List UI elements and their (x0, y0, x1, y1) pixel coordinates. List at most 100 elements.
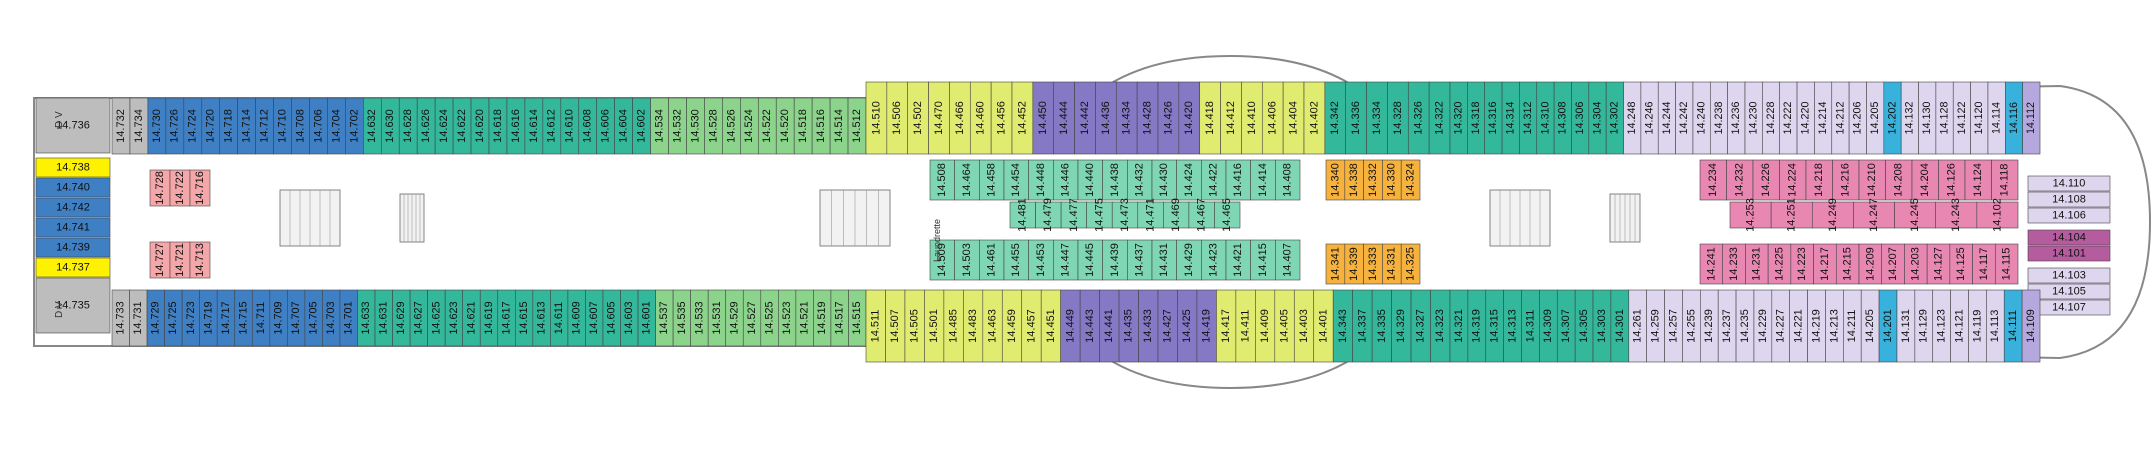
cabin-14-730[interactable]: 14.730 (147, 97, 167, 155)
cabin-14-103[interactable]: 14.103 (2027, 267, 2111, 284)
cabin-14-420[interactable]: 14.420 (1178, 81, 1201, 155)
cabin-14-208[interactable]: 14.208 (1885, 159, 1913, 201)
cabin-14-633[interactable]: 14.633 (357, 289, 376, 347)
cabin-14-716[interactable]: 14.716 (189, 169, 211, 207)
cabin-14-470[interactable]: 14.470 (928, 81, 950, 155)
cabin-14-627[interactable]: 14.627 (409, 289, 428, 347)
cabin-14-456[interactable]: 14.456 (990, 81, 1013, 155)
cabin-14-522[interactable]: 14.522 (757, 97, 777, 155)
cabin-14-703[interactable]: 14.703 (322, 289, 341, 347)
cabin-14-331[interactable]: 14.331 (1382, 243, 1402, 285)
cabin-14-602[interactable]: 14.602 (632, 97, 651, 155)
cabin-14-740[interactable]: 14.740 (35, 177, 111, 198)
cabin-14-479[interactable]: 14.479 (1035, 198, 1062, 232)
cabin-14-709[interactable]: 14.709 (269, 289, 288, 347)
cabin-14-231[interactable]: 14.231 (1745, 243, 1769, 285)
cabin-14-623[interactable]: 14.623 (444, 289, 463, 347)
cabin-14-631[interactable]: 14.631 (374, 289, 393, 347)
cabin-14-124[interactable]: 14.124 (1964, 159, 1992, 201)
cabin-14-227[interactable]: 14.227 (1771, 289, 1790, 363)
cabin-14-723[interactable]: 14.723 (181, 289, 200, 347)
cabin-14-323[interactable]: 14.323 (1430, 289, 1451, 363)
cabin-14-412[interactable]: 14.412 (1220, 81, 1242, 155)
cabin-14-715[interactable]: 14.715 (234, 289, 253, 347)
cabin-14-607[interactable]: 14.607 (585, 289, 604, 347)
cabin-14-618[interactable]: 14.618 (488, 97, 508, 155)
cabin-14-245[interactable]: 14.245 (1894, 198, 1937, 232)
cabin-14-734[interactable]: 14.734 (129, 97, 149, 155)
cabin-14-402[interactable]: 14.402 (1303, 81, 1326, 155)
cabin-14-107[interactable]: 14.107 (2027, 299, 2111, 316)
cabin-14-126[interactable]: 14.126 (1938, 159, 1966, 201)
cabin-14-518[interactable]: 14.518 (793, 97, 813, 155)
cabin-14-527[interactable]: 14.527 (742, 289, 762, 347)
cabin-14-524[interactable]: 14.524 (740, 97, 759, 155)
cabin-14-739[interactable]: 14.739 (35, 237, 111, 258)
cabin-14-329[interactable]: 14.329 (1391, 289, 1412, 363)
cabin-14-407[interactable]: 14.407 (1275, 239, 1301, 281)
cabin-14-625[interactable]: 14.625 (427, 289, 446, 347)
cabin-14-215[interactable]: 14.215 (1835, 243, 1860, 285)
cabin-14-431[interactable]: 14.431 (1151, 239, 1177, 281)
cabin-14-707[interactable]: 14.707 (287, 289, 306, 347)
cabin-14-205[interactable]: 14.205 (1860, 289, 1880, 363)
cabin-14-108[interactable]: 14.108 (2027, 191, 2111, 208)
cabin-14-711[interactable]: 14.711 (251, 289, 271, 347)
cabin-14-454[interactable]: 14.454 (1003, 159, 1029, 201)
cabin-14-535[interactable]: 14.535 (672, 289, 691, 347)
cabin-14-234[interactable]: 14.234 (1699, 159, 1727, 201)
cabin-14-718[interactable]: 14.718 (219, 97, 238, 155)
cabin-14-106[interactable]: 14.106 (2027, 207, 2111, 224)
cabin-14-515[interactable]: 14.515 (848, 289, 867, 347)
cabin-14-130[interactable]: 14.130 (1918, 81, 1937, 155)
cabin-14-514[interactable]: 14.514 (829, 97, 849, 155)
cabin-14-533[interactable]: 14.533 (690, 289, 709, 347)
cabin-14-328[interactable]: 14.328 (1387, 81, 1409, 155)
cabin-14-417[interactable]: 14.417 (1216, 289, 1237, 363)
cabin-14-242[interactable]: 14.242 (1675, 81, 1694, 155)
cabin-14-742[interactable]: 14.742 (35, 197, 111, 218)
cabin-14-213[interactable]: 14.213 (1825, 289, 1844, 363)
cabin-14-325[interactable]: 14.325 (1400, 243, 1421, 285)
cabin-14-403[interactable]: 14.403 (1293, 289, 1315, 363)
cabin-14-473[interactable]: 14.473 (1111, 198, 1139, 232)
cabin-14-526[interactable]: 14.526 (722, 97, 741, 155)
cabin-14-502[interactable]: 14.502 (907, 81, 929, 155)
cabin-14-410[interactable]: 14.410 (1241, 81, 1263, 155)
cabin-14-432[interactable]: 14.432 (1127, 159, 1153, 201)
cabin-14-416[interactable]: 14.416 (1225, 159, 1251, 201)
cabin-14-614[interactable]: 14.614 (524, 97, 544, 155)
cabin-14-423[interactable]: 14.423 (1201, 239, 1227, 281)
cabin-14-332[interactable]: 14.332 (1363, 159, 1383, 201)
cabin-14-311[interactable]: 14.311 (1521, 289, 1540, 363)
cabin-14-628[interactable]: 14.628 (398, 97, 418, 155)
cabin-14-315[interactable]: 14.315 (1485, 289, 1504, 363)
cabin-14-717[interactable]: 14.717 (216, 289, 236, 347)
cabin-14-261[interactable]: 14.261 (1628, 289, 1647, 363)
cabin-14-232[interactable]: 14.232 (1726, 159, 1754, 201)
cabin-14-537[interactable]: 14.537 (655, 289, 674, 347)
cabin-14-326[interactable]: 14.326 (1407, 81, 1430, 155)
cabin-14-721[interactable]: 14.721 (169, 241, 191, 279)
cabin-14-444[interactable]: 14.444 (1053, 81, 1075, 155)
cabin-14-505[interactable]: 14.505 (904, 289, 925, 363)
cabin-14-705[interactable]: 14.705 (304, 289, 323, 347)
cabin-14-439[interactable]: 14.439 (1102, 239, 1128, 281)
cabin-14-206[interactable]: 14.206 (1848, 81, 1867, 155)
cabin-14-408[interactable]: 14.408 (1275, 159, 1301, 201)
cabin-14-303[interactable]: 14.303 (1592, 289, 1612, 363)
cabin-14-442[interactable]: 14.442 (1074, 81, 1096, 155)
cabin-14-475[interactable]: 14.475 (1086, 198, 1113, 232)
cabin-14-248[interactable]: 14.248 (1623, 81, 1642, 155)
cabin-14-604[interactable]: 14.604 (614, 97, 633, 155)
cabin-14-449[interactable]: 14.449 (1060, 289, 1081, 363)
cabin-14-710[interactable]: 14.710 (273, 97, 292, 155)
cabin-14-238[interactable]: 14.238 (1709, 81, 1728, 155)
cabin-14-735[interactable]: 14.735 (35, 277, 111, 334)
cabin-14-630[interactable]: 14.630 (380, 97, 400, 155)
cabin-14-516[interactable]: 14.516 (811, 97, 831, 155)
cabin-14-733[interactable]: 14.733 (111, 289, 130, 347)
cabin-14-434[interactable]: 14.434 (1115, 81, 1138, 155)
cabin-14-306[interactable]: 14.306 (1571, 81, 1590, 155)
cabin-14-222[interactable]: 14.222 (1779, 81, 1798, 155)
